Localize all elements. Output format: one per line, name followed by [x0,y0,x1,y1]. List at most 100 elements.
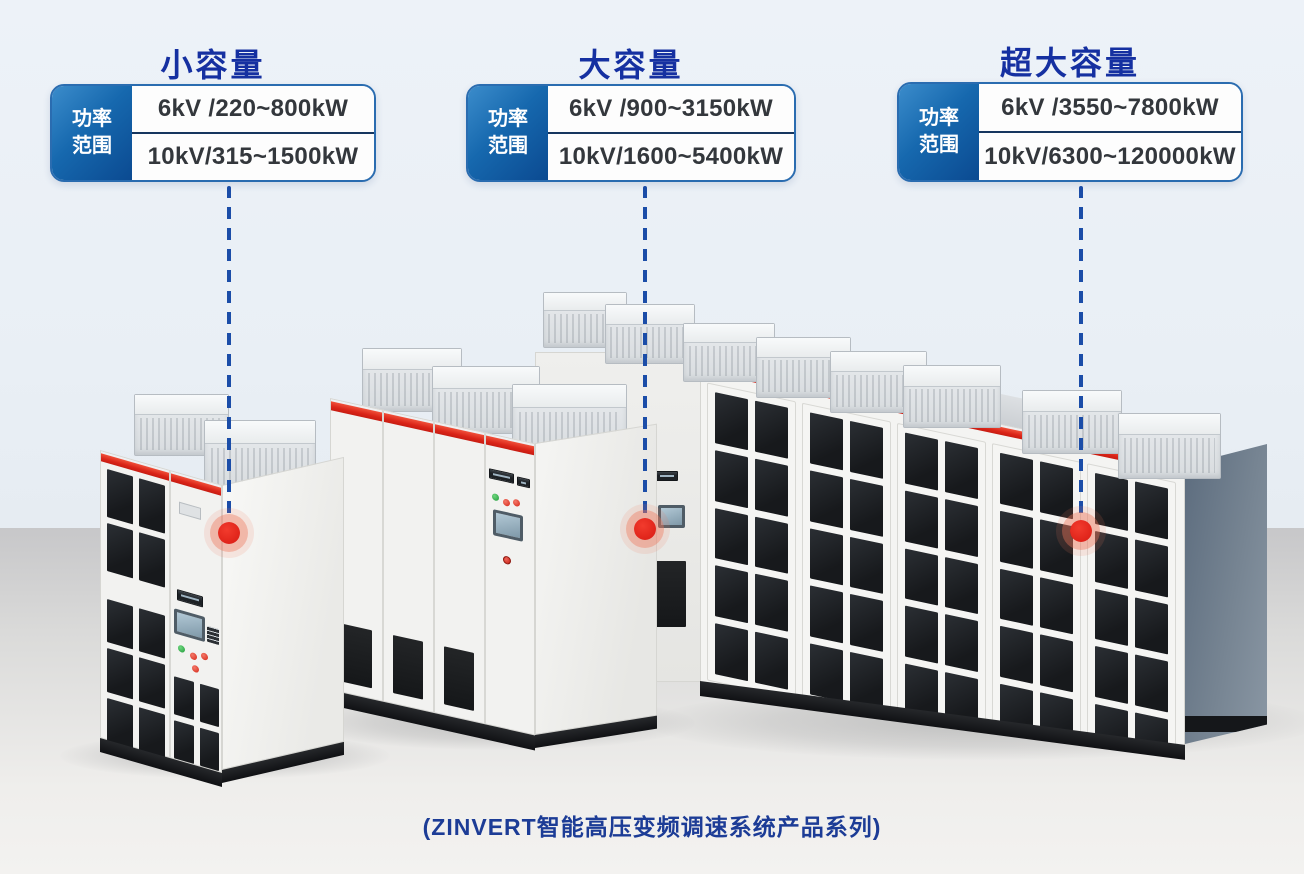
vent-cell [139,532,165,588]
vent-panel [393,634,423,700]
cabinet-front-face [330,398,535,736]
cabinet-base [1185,716,1267,732]
vent-cell [905,548,938,606]
vent-cell [1040,461,1073,519]
vent-panel-grid [810,412,883,710]
door-vent-slot [179,501,201,520]
power-range-label: 功率 范围 [468,86,548,180]
fan-unit [1118,413,1221,479]
vent-cell [715,566,748,624]
vent-panel [444,646,474,711]
power-range-row: 10kV/6300~120000kW [979,131,1241,180]
cabinet-door [707,382,796,699]
connector-dashed-line [1079,186,1083,518]
vent-cell [1095,646,1128,704]
led-indicator [513,498,520,508]
series-caption: (ZINVERT智能高压变频调速系统产品系列) [422,814,882,840]
keypad [207,625,219,646]
vent-cell [1040,635,1073,693]
vent-panel-grid [1000,453,1073,751]
location-marker-dot [634,518,656,540]
power-range-card: 功率 范围 6kV /220~800kW 10kV/315~1500kW [50,84,376,182]
vent-panel-grid [715,392,788,690]
vent-cell [1135,539,1168,597]
vent-panel-grid [174,676,219,772]
vent-cell [174,720,194,764]
power-range-rows: 6kV /900~3150kW 10kV/1600~5400kW [548,86,794,180]
fan-unit [1022,390,1122,454]
power-range-card: 功率 范围 6kV /900~3150kW 10kV/1600~5400kW [466,84,796,182]
power-range-row: 6kV /900~3150kW [569,95,773,122]
vent-cell [1095,589,1128,647]
connector-dashed-line [643,186,647,516]
cabinet-door [1087,463,1176,780]
hmi-screen [658,505,685,528]
vent-cell [107,648,133,700]
vent-cell [945,557,978,615]
door-seam [382,410,384,701]
vent-cell [905,433,938,491]
vent-cell [139,608,165,659]
led-indicator [492,492,499,502]
vent-cell [755,458,788,516]
vent-cell [810,412,843,470]
cabinet-side-face [535,423,657,735]
vent-cell [905,490,938,548]
connector-dashed-line [227,186,231,520]
vent-panel-grid [905,433,978,731]
vent-cell [850,594,883,652]
vent-cell [755,632,788,690]
door-seam [169,470,171,758]
vent-cell [1040,577,1073,635]
power-range-label: 功率 范围 [52,86,132,180]
vent-cell [715,450,748,508]
vent-cell [1000,453,1033,511]
vent-cell [199,683,219,728]
door-seam [484,433,486,724]
vent-cell [715,623,748,681]
vent-cell [1000,626,1033,684]
vent-cell [199,727,219,772]
cabinet-front-face [100,450,222,773]
vent-panel [654,561,686,627]
led-indicator [178,644,185,654]
cabinet-door [897,423,986,740]
digital-display [177,589,203,608]
cabinet-door [802,403,891,720]
vent-cell [1135,655,1168,713]
callout-xlarge-capacity: 超大容量 功率 范围 6kV /3550~7800kW 10kV/6300~12… [897,38,1243,186]
vent-cell [945,614,978,672]
red-button [503,555,511,566]
vent-cell [850,479,883,537]
vent-cell [850,421,883,479]
vent-cell [905,606,938,664]
vent-panel-grid [1095,473,1168,771]
vent-cell [1000,568,1033,626]
vent-cell [1135,481,1168,539]
vent-cell [107,469,133,525]
digital-display [489,468,514,484]
cabinet-medium [320,348,668,758]
vent-cell [810,644,843,702]
cabinet-side-face [222,456,344,770]
vent-cell [1095,473,1128,531]
location-marker-dot [1070,520,1092,542]
capacity-title: 大容量 [578,47,684,83]
vent-cell [945,441,978,499]
power-range-row: 10kV/1600~5400kW [548,132,794,180]
capacity-title: 小容量 [160,47,266,83]
hmi-screen [493,509,523,542]
vent-cell [755,574,788,632]
vent-cell [107,599,133,650]
cabinet-door [992,443,1081,760]
fan-unit [903,365,1001,428]
vent-cell [715,392,748,450]
callout-large-capacity: 大容量 功率 范围 6kV /900~3150kW 10kV/1600~5400… [466,40,796,186]
vent-cell [1095,531,1128,589]
vent-cell [945,499,978,557]
door-seam [433,421,435,713]
vent-cell [107,523,133,579]
vent-cell [810,528,843,586]
vent-cell [850,536,883,594]
